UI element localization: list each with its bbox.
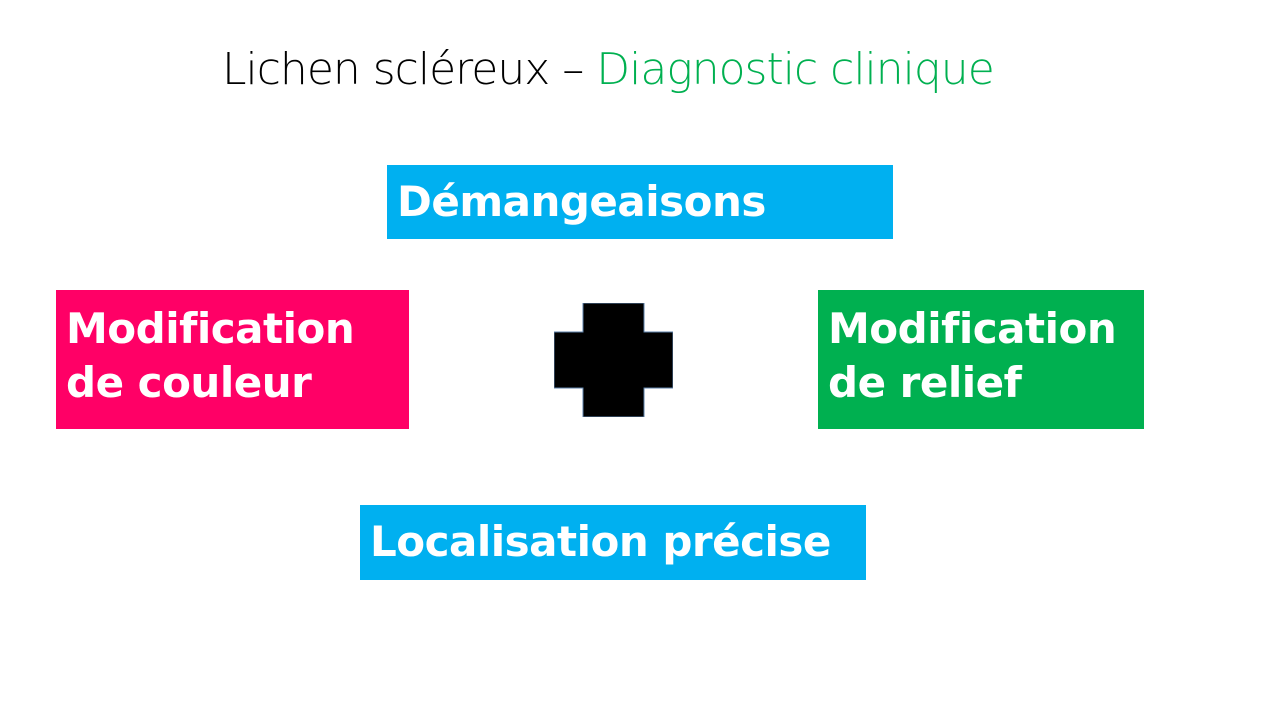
title-accent: Diagnostic clinique (596, 44, 994, 95)
box-color-change-line1: Modification (66, 304, 355, 353)
box-location-label: Localisation précise (370, 517, 831, 566)
box-relief-change: Modification de relief (818, 290, 1144, 429)
box-color-change: Modification de couleur (56, 290, 409, 429)
box-relief-change-line1: Modification (828, 304, 1117, 353)
box-location: Localisation précise (360, 505, 866, 580)
box-itching: Démangeaisons (387, 165, 893, 239)
slide-title: Lichen scléreux – Diagnostic clinique (222, 44, 995, 95)
plus-icon (554, 303, 673, 417)
box-itching-label: Démangeaisons (397, 177, 766, 226)
box-color-change-line2: de couleur (66, 358, 312, 407)
title-main: Lichen scléreux – (222, 44, 597, 95)
box-relief-change-line2: de relief (828, 358, 1022, 407)
